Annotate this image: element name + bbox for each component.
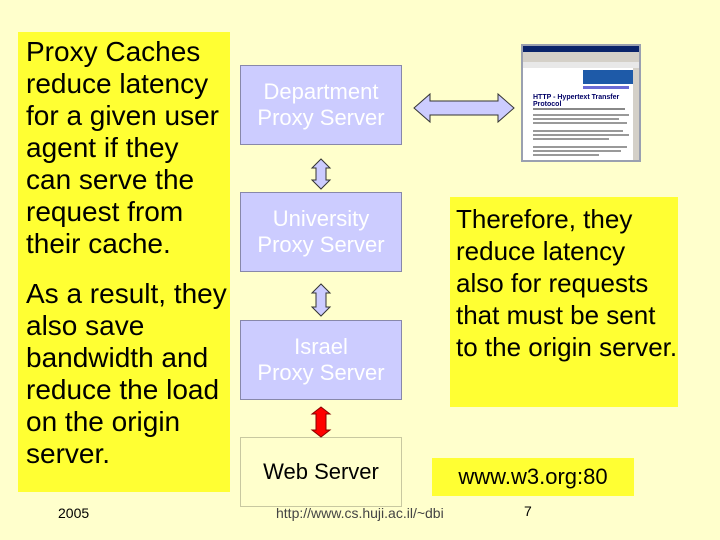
browser-screenshot: HTTP - Hypertext Transfer Protocol [521,44,641,162]
footer-url: http://www.cs.huji.ac.il/~dbi [276,505,444,521]
israel-proxy-node: Israel Proxy Server [240,320,402,400]
page-number: 7 [524,503,532,519]
arrow-israel-webserver [310,406,332,438]
conclusion-text-box: Therefore, they reduce latency also for … [450,197,678,407]
footer-year: 2005 [58,505,90,521]
browser-page-title: HTTP - Hypertext Transfer Protocol [533,94,620,108]
intro-text-box: Proxy Caches reduce latency for a given … [18,32,230,492]
w3c-logo [583,70,633,84]
browser-address-bar [523,62,639,68]
arrow-dept-univ [310,158,332,190]
arrow-proxy-browser [413,92,515,124]
origin-server-url: www.w3.org:80 [432,458,634,496]
browser-toolbar [523,52,639,62]
web-server-node: Web Server [240,437,402,507]
intro-paragraph-1: Proxy Caches reduce latency for a given … [26,36,219,259]
browser-titlebar [523,46,639,52]
department-proxy-node: Department Proxy Server [240,65,402,145]
browser-scrollbar [633,68,639,160]
arrow-univ-israel [310,283,332,317]
university-proxy-node: University Proxy Server [240,192,402,272]
intro-paragraph-2: As a result, they also save bandwidth an… [26,278,227,469]
